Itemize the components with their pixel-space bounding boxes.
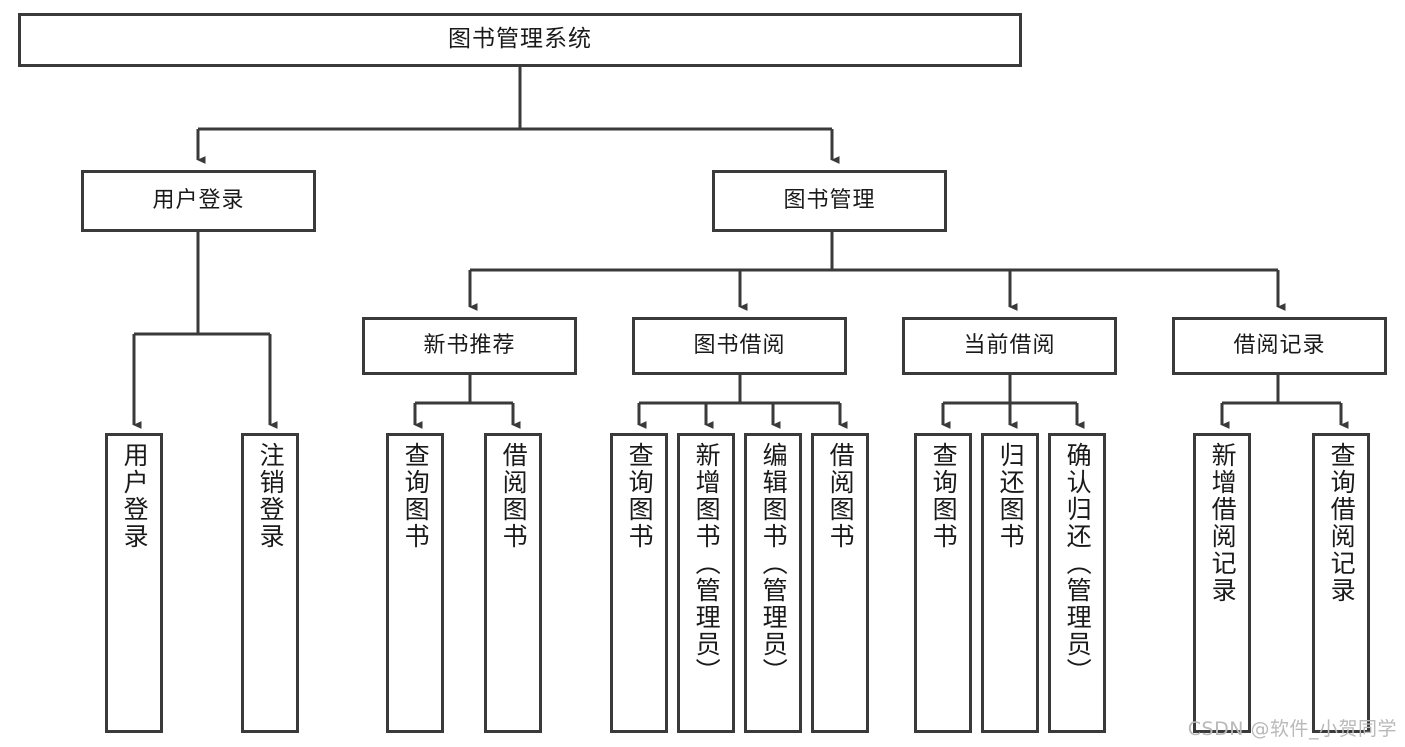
node-label: 用户登录: [152, 187, 245, 213]
node-current-borrow[interactable]: 当前借阅: [902, 317, 1117, 375]
leaf-borrow-query-book[interactable]: 查询图书: [610, 433, 668, 733]
node-label: 注销登录: [256, 442, 286, 550]
node-label: 查询图书: [625, 442, 655, 550]
node-borrow-record[interactable]: 借阅记录: [1172, 317, 1387, 375]
node-label: 图书管理系统: [448, 26, 592, 53]
node-user-login[interactable]: 用户登录: [81, 170, 316, 232]
node-label: 新书推荐: [423, 332, 516, 358]
leaf-record-add[interactable]: 新增借阅记录: [1193, 433, 1251, 733]
node-root-system[interactable]: 图书管理系统: [18, 13, 1022, 67]
node-label: 当前借阅: [963, 332, 1056, 358]
leaf-borrow-edit-book[interactable]: 编辑图书（管理员）: [744, 433, 802, 733]
node-label: 用户登录: [120, 442, 150, 550]
node-label: 新增借阅记录: [1208, 442, 1238, 604]
leaf-borrow-borrow-book[interactable]: 借阅图书: [811, 433, 869, 733]
node-new-book-recommend[interactable]: 新书推荐: [362, 317, 577, 375]
leaf-record-query[interactable]: 查询借阅记录: [1312, 433, 1370, 733]
node-label: 新增图书（管理员）: [692, 442, 722, 685]
node-label: 查询借阅记录: [1327, 442, 1357, 604]
node-label: 借阅图书: [826, 442, 856, 550]
leaf-current-return-book[interactable]: 归还图书: [981, 433, 1039, 733]
node-label: 确认归还（管理员）: [1063, 442, 1093, 685]
node-label: 编辑图书（管理员）: [759, 442, 789, 685]
node-label: 查询图书: [401, 442, 431, 550]
node-label: 图书借阅: [693, 332, 786, 358]
node-label: 查询图书: [929, 442, 959, 550]
leaf-new-book-query[interactable]: 查询图书: [386, 433, 444, 733]
watermark-csdn: CSDN @软件_小贺同学: [1187, 718, 1397, 740]
leaf-user-login-signin[interactable]: 用户登录: [105, 433, 163, 733]
leaf-borrow-add-book[interactable]: 新增图书（管理员）: [677, 433, 735, 733]
node-label: 图书管理: [783, 187, 876, 213]
leaf-current-confirm-return[interactable]: 确认归还（管理员）: [1048, 433, 1106, 733]
node-label: 归还图书: [996, 442, 1026, 550]
node-book-borrow[interactable]: 图书借阅: [632, 317, 847, 375]
leaf-current-query-book[interactable]: 查询图书: [914, 433, 972, 733]
node-label: 借阅记录: [1233, 332, 1326, 358]
leaf-user-login-signout[interactable]: 注销登录: [241, 433, 299, 733]
node-label: 借阅图书: [499, 442, 529, 550]
node-book-management[interactable]: 图书管理: [712, 170, 947, 232]
leaf-new-book-borrow[interactable]: 借阅图书: [484, 433, 542, 733]
